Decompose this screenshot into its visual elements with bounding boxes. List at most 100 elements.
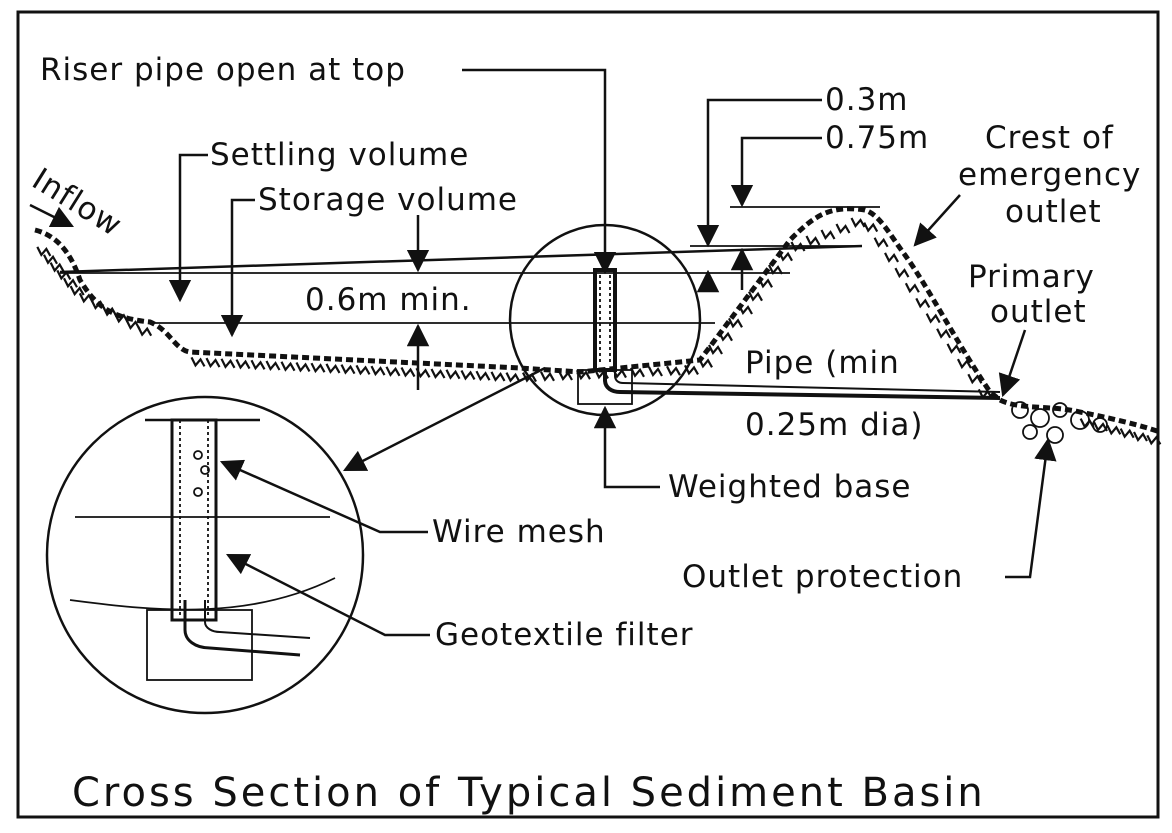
- soil-hatch-mark: [946, 343, 962, 354]
- soil-hatch-mark: [708, 344, 723, 355]
- weighted-base: [577, 369, 633, 405]
- soil-hatch-mark: [190, 356, 206, 368]
- soil-hatch-mark: [310, 362, 326, 374]
- settling-level-line: [59, 244, 863, 274]
- soil-hatch-mark: [445, 369, 461, 380]
- soil-hatch-mark: [576, 369, 591, 381]
- soil-hatch-mark: [1119, 428, 1135, 439]
- soil-hatch-mark: [863, 222, 879, 233]
- soil-hatch-mark: [915, 297, 931, 309]
- soil-hatch-mark: [904, 282, 920, 294]
- leader-wire-mesh: [219, 459, 428, 534]
- inset-pipe: [183, 600, 301, 657]
- soil-hatch-mark: [400, 367, 416, 378]
- inset-riser: [170, 418, 218, 622]
- label-riser: Riser pipe open at top: [40, 52, 406, 88]
- soil-hatch-mark: [884, 252, 899, 263]
- label-crest-1: Crest of: [985, 120, 1114, 156]
- soil-hatch-mark: [666, 365, 681, 377]
- soil-hatch-mark: [340, 364, 356, 375]
- soil-hatch-mark: [835, 223, 851, 234]
- soil-hatch-mark: [873, 237, 889, 248]
- soil-hatch-mark: [894, 267, 910, 279]
- soil-hatch-mark: [718, 331, 733, 342]
- figure-frame: [16, 10, 1160, 819]
- soil-hatch-mark: [102, 306, 118, 317]
- label-crest-3: outlet: [1005, 194, 1102, 230]
- leader-settling: [168, 153, 208, 303]
- soil-hatching: [36, 217, 1162, 446]
- ground-profile: [34, 206, 1161, 435]
- soil-hatch-mark: [43, 254, 58, 265]
- soil-hatch-mark: [295, 361, 311, 373]
- soil-hatch-mark: [758, 277, 773, 289]
- soil-hatch-mark: [956, 358, 972, 370]
- soil-hatch-mark: [250, 359, 266, 371]
- soil-hatch-mark: [265, 360, 281, 371]
- soil-hatch-mark: [967, 373, 983, 385]
- soil-hatch-mark: [63, 277, 78, 289]
- soil-hatch-mark: [728, 317, 743, 329]
- soil-hatch-mark: [820, 229, 836, 240]
- soil-hatch-mark: [505, 372, 521, 383]
- label-geotextile: Geotextile filter: [435, 617, 694, 653]
- soil-hatch-mark: [630, 367, 645, 378]
- soil-hatch-mark: [768, 264, 783, 275]
- leader-weighted-base: [593, 405, 660, 489]
- leader-storage: [220, 198, 255, 338]
- label-wire-mesh: Wire mesh: [432, 514, 606, 550]
- leader-crest: [913, 194, 961, 247]
- soil-hatch-mark: [1146, 434, 1162, 446]
- soil-hatch-mark: [748, 291, 763, 302]
- soil-hatch-mark: [936, 328, 952, 339]
- inset-detail-circle: [45, 395, 365, 715]
- inset-ground-line: [69, 577, 336, 611]
- soil-hatch-mark: [778, 251, 793, 262]
- label-pipe-2: 0.25m dia): [745, 407, 923, 443]
- soil-hatch-mark: [280, 361, 296, 372]
- label-storage: Storage volume: [258, 182, 518, 218]
- leader-03m: [696, 98, 822, 248]
- inflow-arrow: [29, 203, 75, 228]
- soil-hatch-mark: [325, 363, 341, 374]
- label-pipe-1: Pipe (min: [745, 345, 900, 381]
- label-freeboard-large: 0.75m: [825, 120, 929, 156]
- soil-hatch-mark: [430, 368, 446, 379]
- riser-pipe: [593, 268, 617, 372]
- leader-outlet-protection: [1005, 437, 1057, 579]
- leader-075m: [730, 136, 822, 208]
- soil-hatch-mark: [1093, 421, 1108, 432]
- soil-hatch-mark: [540, 371, 555, 382]
- label-freeboard-small: 0.3m: [825, 82, 909, 118]
- label-weighted-base: Weighted base: [668, 469, 912, 505]
- soil-hatch-mark: [69, 285, 85, 297]
- outlet-protection-rocks: [1011, 401, 1108, 444]
- leader-geotextile: [225, 553, 430, 637]
- soil-hatch-mark: [49, 262, 65, 273]
- label-primary-1: Primary: [968, 259, 1095, 295]
- label-settling: Settling volume: [210, 137, 469, 173]
- outlet-pipe: [603, 370, 1001, 400]
- soil-hatch-mark: [790, 241, 806, 252]
- soil-hatch-mark: [205, 357, 221, 369]
- soil-hatch-mark: [850, 217, 866, 228]
- soil-hatch-mark: [805, 235, 821, 246]
- label-depth-min: 0.6m min.: [305, 282, 472, 318]
- soil-hatch-mark: [648, 366, 663, 377]
- soil-hatch-mark: [490, 371, 506, 382]
- inset-connector: [342, 366, 546, 472]
- soil-hatch-mark: [125, 319, 141, 330]
- soil-hatch-mark: [738, 304, 753, 315]
- soil-hatch-mark: [385, 366, 401, 377]
- soil-hatch-mark: [235, 359, 251, 370]
- soil-hatch-mark: [460, 369, 476, 381]
- soil-hatch-mark: [1106, 424, 1122, 436]
- soil-hatch-mark: [1079, 418, 1095, 429]
- label-crest-2: emergency: [958, 157, 1141, 193]
- soil-hatch-mark: [698, 357, 713, 369]
- soil-hatch-mark: [56, 269, 72, 281]
- diagram-title: Cross Section of Typical Sediment Basin: [72, 770, 986, 816]
- soil-hatch-mark: [355, 364, 371, 376]
